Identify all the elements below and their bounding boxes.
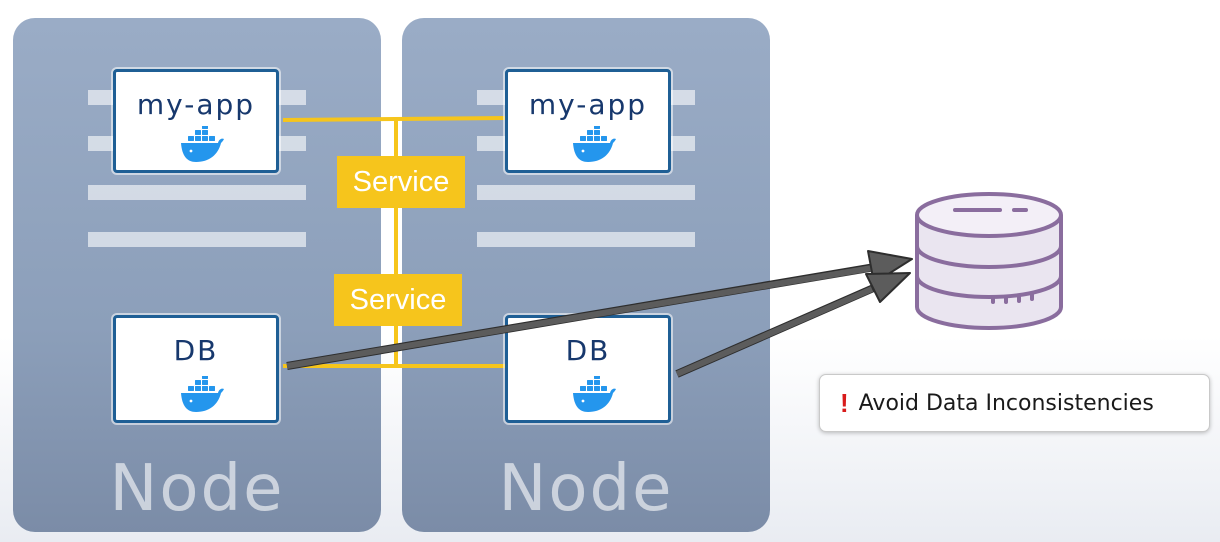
pod-label: my-app xyxy=(528,88,648,121)
arrow-head-2 xyxy=(865,272,911,303)
node-label: Node xyxy=(109,452,285,526)
node-label: Node xyxy=(498,452,674,526)
arrow-db-1-to-storage xyxy=(286,265,873,369)
exclamation-icon: ! xyxy=(840,388,849,418)
db-pod-2: DB xyxy=(505,315,671,423)
node-stripe xyxy=(88,185,306,200)
db-pod-1: DB xyxy=(113,315,279,423)
pod-label: DB xyxy=(565,334,611,367)
pod-label: DB xyxy=(173,334,219,367)
node-stripe xyxy=(477,185,695,200)
service-label-db: Service xyxy=(334,274,462,326)
warning-callout: ! Avoid Data Inconsistencies xyxy=(819,374,1210,432)
pod-label: my-app xyxy=(136,88,256,121)
node-stripe xyxy=(88,232,306,247)
my-app-pod-1: my-app xyxy=(113,69,279,173)
node-stripe xyxy=(477,232,695,247)
service-label-app: Service xyxy=(337,156,465,208)
callout-text: Avoid Data Inconsistencies xyxy=(858,390,1154,416)
arrow-db-2-to-storage xyxy=(675,286,874,377)
my-app-pod-2: my-app xyxy=(505,69,671,173)
